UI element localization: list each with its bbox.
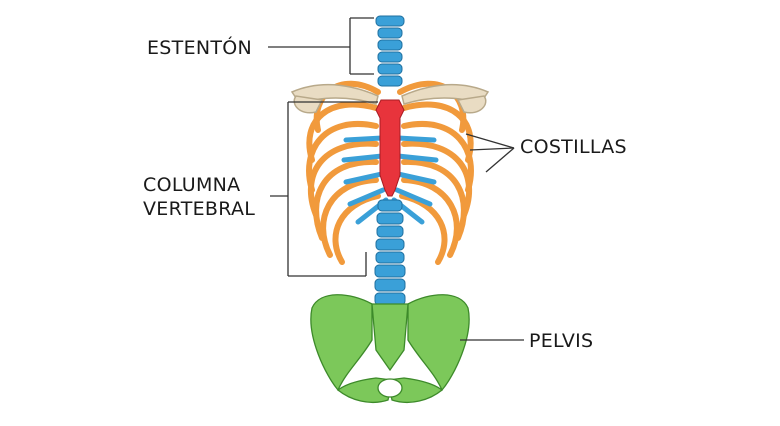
pelvis: [310, 294, 470, 404]
ribs: [306, 80, 474, 265]
sternum: [375, 99, 405, 197]
spine: [374, 15, 406, 306]
label-columna-line2: VERTEBRAL: [143, 198, 256, 220]
leader-lines: [268, 17, 524, 341]
label-costillas: COSTILLAS: [520, 136, 627, 158]
label-columna-line1: COLUMNA: [143, 174, 241, 196]
label-pelvis: PELVIS: [529, 330, 594, 352]
label-columna-vertebral: COLUMNA VERTEBRAL: [143, 173, 255, 221]
clavicles: [290, 84, 490, 114]
label-estenton: ESTENTÓN: [147, 37, 253, 59]
